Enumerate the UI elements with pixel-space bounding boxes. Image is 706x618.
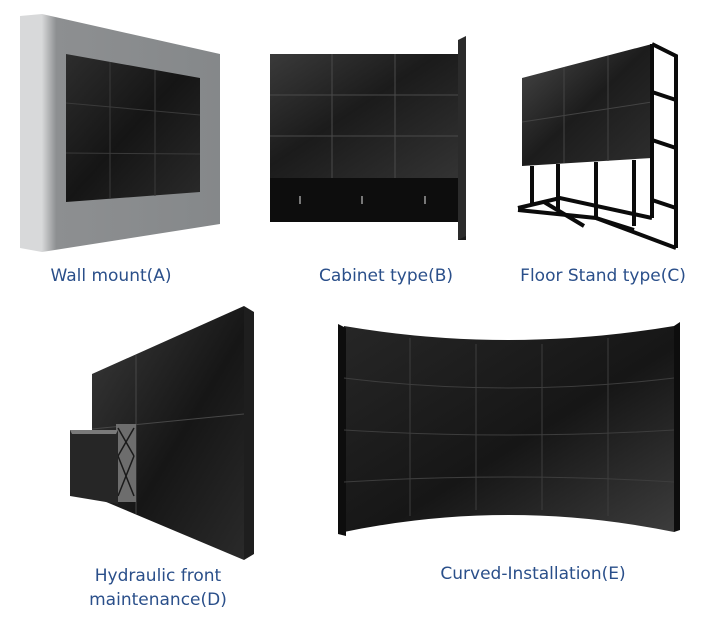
caption-cabinet-type: Cabinet type(B) [318, 266, 453, 286]
caption-floor-stand: Floor Stand type(C) [520, 266, 686, 286]
caption-curved-installation: Curved-Installation(E) [440, 564, 626, 584]
cabinet-type-image [268, 36, 478, 248]
curved-installation-image [338, 316, 682, 550]
floor-stand-image [514, 40, 690, 252]
caption-hydraulic-line1: Hydraulic front [94, 566, 222, 586]
wall-mount-image [20, 14, 250, 254]
hydraulic-maintenance-image [66, 306, 262, 560]
caption-wall-mount: Wall mount(A) [50, 266, 172, 286]
caption-hydraulic-line2: maintenance(D) [89, 590, 227, 610]
